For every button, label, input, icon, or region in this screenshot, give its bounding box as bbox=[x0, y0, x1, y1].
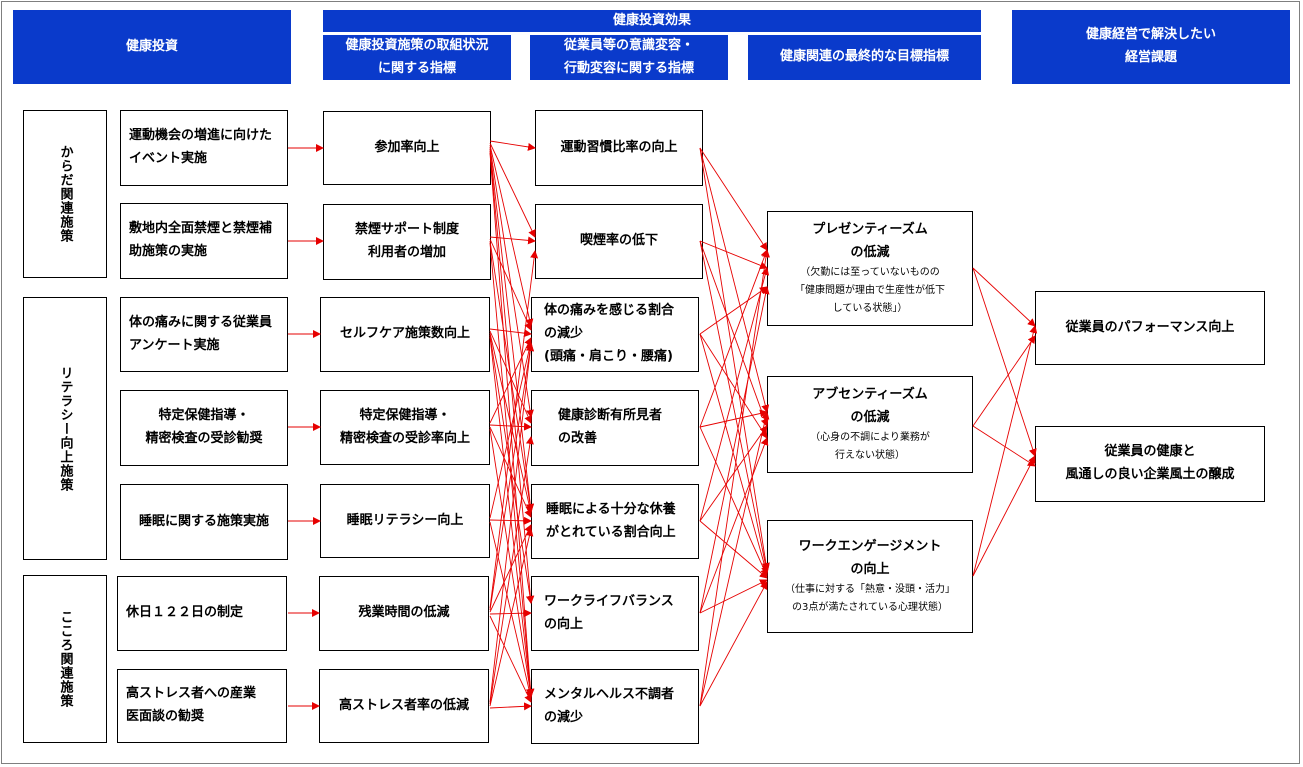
indicator-box: セルフケア施策数向上 bbox=[320, 297, 490, 372]
initiative-box: 体の痛みに関する従業員 アンケート実施 bbox=[120, 297, 288, 372]
goal-performance: 従業員のパフォーマンス向上 bbox=[1035, 291, 1265, 365]
outcome-absenteeism: アブセンティーズム の低減 （心身の不調により業務が 行えない状態） bbox=[767, 376, 973, 473]
outcome-title: プレゼンティーズム の低減 bbox=[812, 221, 928, 260]
indicator-box: 高ストレス者率の低減 bbox=[319, 669, 489, 743]
indicator-box: 残業時間の低減 bbox=[319, 576, 489, 651]
header-indicator-initiative-status: 健康投資施策の取組状況 に関する指標 bbox=[323, 35, 511, 80]
behavior-box: 健康診断有所見者 の改善 bbox=[531, 390, 699, 466]
initiative-box: 睡眠に関する施策実施 bbox=[120, 484, 288, 560]
category-literacy: リテラシー向上施策 bbox=[23, 297, 107, 560]
indicator-box: 禁煙サポート制度 利用者の増加 bbox=[323, 204, 491, 280]
category-body: からだ関連施策 bbox=[23, 110, 107, 278]
outcome-note: （心身の不調により業務が 行えない状態） bbox=[810, 432, 930, 462]
outcome-note: （欠勤には至っていないものの 「健康問題が理由で生産性が低下 している状態」） bbox=[795, 267, 945, 315]
initiative-box: 高ストレス者への産業 医面談の勧奨 bbox=[117, 669, 287, 743]
header-health-investment: 健康投資 bbox=[13, 10, 291, 84]
initiative-box: 休日１２２日の制定 bbox=[117, 576, 287, 651]
category-label: こころ関連施策 bbox=[57, 610, 73, 708]
indicator-box: 睡眠リテラシー向上 bbox=[320, 484, 490, 558]
outcome-note: （仕事に対する「熱意・没頭・活力」 の3点が満たされている心理状態） bbox=[785, 584, 955, 614]
behavior-box: 睡眠による十分な休養 がとれている割合向上 bbox=[531, 484, 699, 559]
behavior-box: 喫煙率の低下 bbox=[535, 204, 703, 279]
initiative-box: 運動機会の増進に向けた イベント実施 bbox=[120, 110, 288, 186]
initiative-box: 敷地内全面禁煙と禁煙補 助施策の実施 bbox=[120, 203, 288, 279]
header-investment-effect: 健康投資効果 bbox=[323, 10, 981, 32]
header-final-target-indicator: 健康関連の最終的な目標指標 bbox=[748, 35, 981, 80]
category-label: からだ関連施策 bbox=[57, 145, 73, 243]
header-indicator-behavior-change: 従業員等の意識変容・ 行動変容に関する指標 bbox=[530, 35, 728, 80]
goal-culture: 従業員の健康と 風通しの良い企業風土の醸成 bbox=[1035, 426, 1265, 502]
outcome-work-engagement: ワークエンゲージメント の向上 （仕事に対する「熱意・没頭・活力」 の3点が満た… bbox=[767, 520, 973, 633]
behavior-box: 運動習慣比率の向上 bbox=[535, 110, 703, 186]
outcome-presenteeism: プレゼンティーズム の低減 （欠勤には至っていないものの 「健康問題が理由で生産… bbox=[767, 211, 973, 326]
indicator-box: 参加率向上 bbox=[323, 111, 491, 185]
behavior-box: ワークライフバランス の向上 bbox=[531, 576, 699, 651]
outcome-title: ワークエンゲージメント の向上 bbox=[798, 538, 942, 577]
outcome-title: アブセンティーズム の低減 bbox=[812, 386, 928, 425]
category-mind: こころ関連施策 bbox=[23, 575, 107, 743]
behavior-box: 体の痛みを感じる割合 の減少 (頭痛・肩こり・腰痛) bbox=[531, 297, 699, 372]
initiative-box: 特定保健指導・ 精密検査の受診勧奨 bbox=[120, 390, 288, 466]
behavior-box: メンタルヘルス不調者 の減少 bbox=[531, 669, 699, 744]
category-label: リテラシー向上施策 bbox=[57, 365, 73, 492]
indicator-box: 特定保健指導・ 精密検査の受診率向上 bbox=[320, 390, 490, 465]
header-management-issue: 健康経営で解決したい 経営課題 bbox=[1012, 10, 1290, 84]
